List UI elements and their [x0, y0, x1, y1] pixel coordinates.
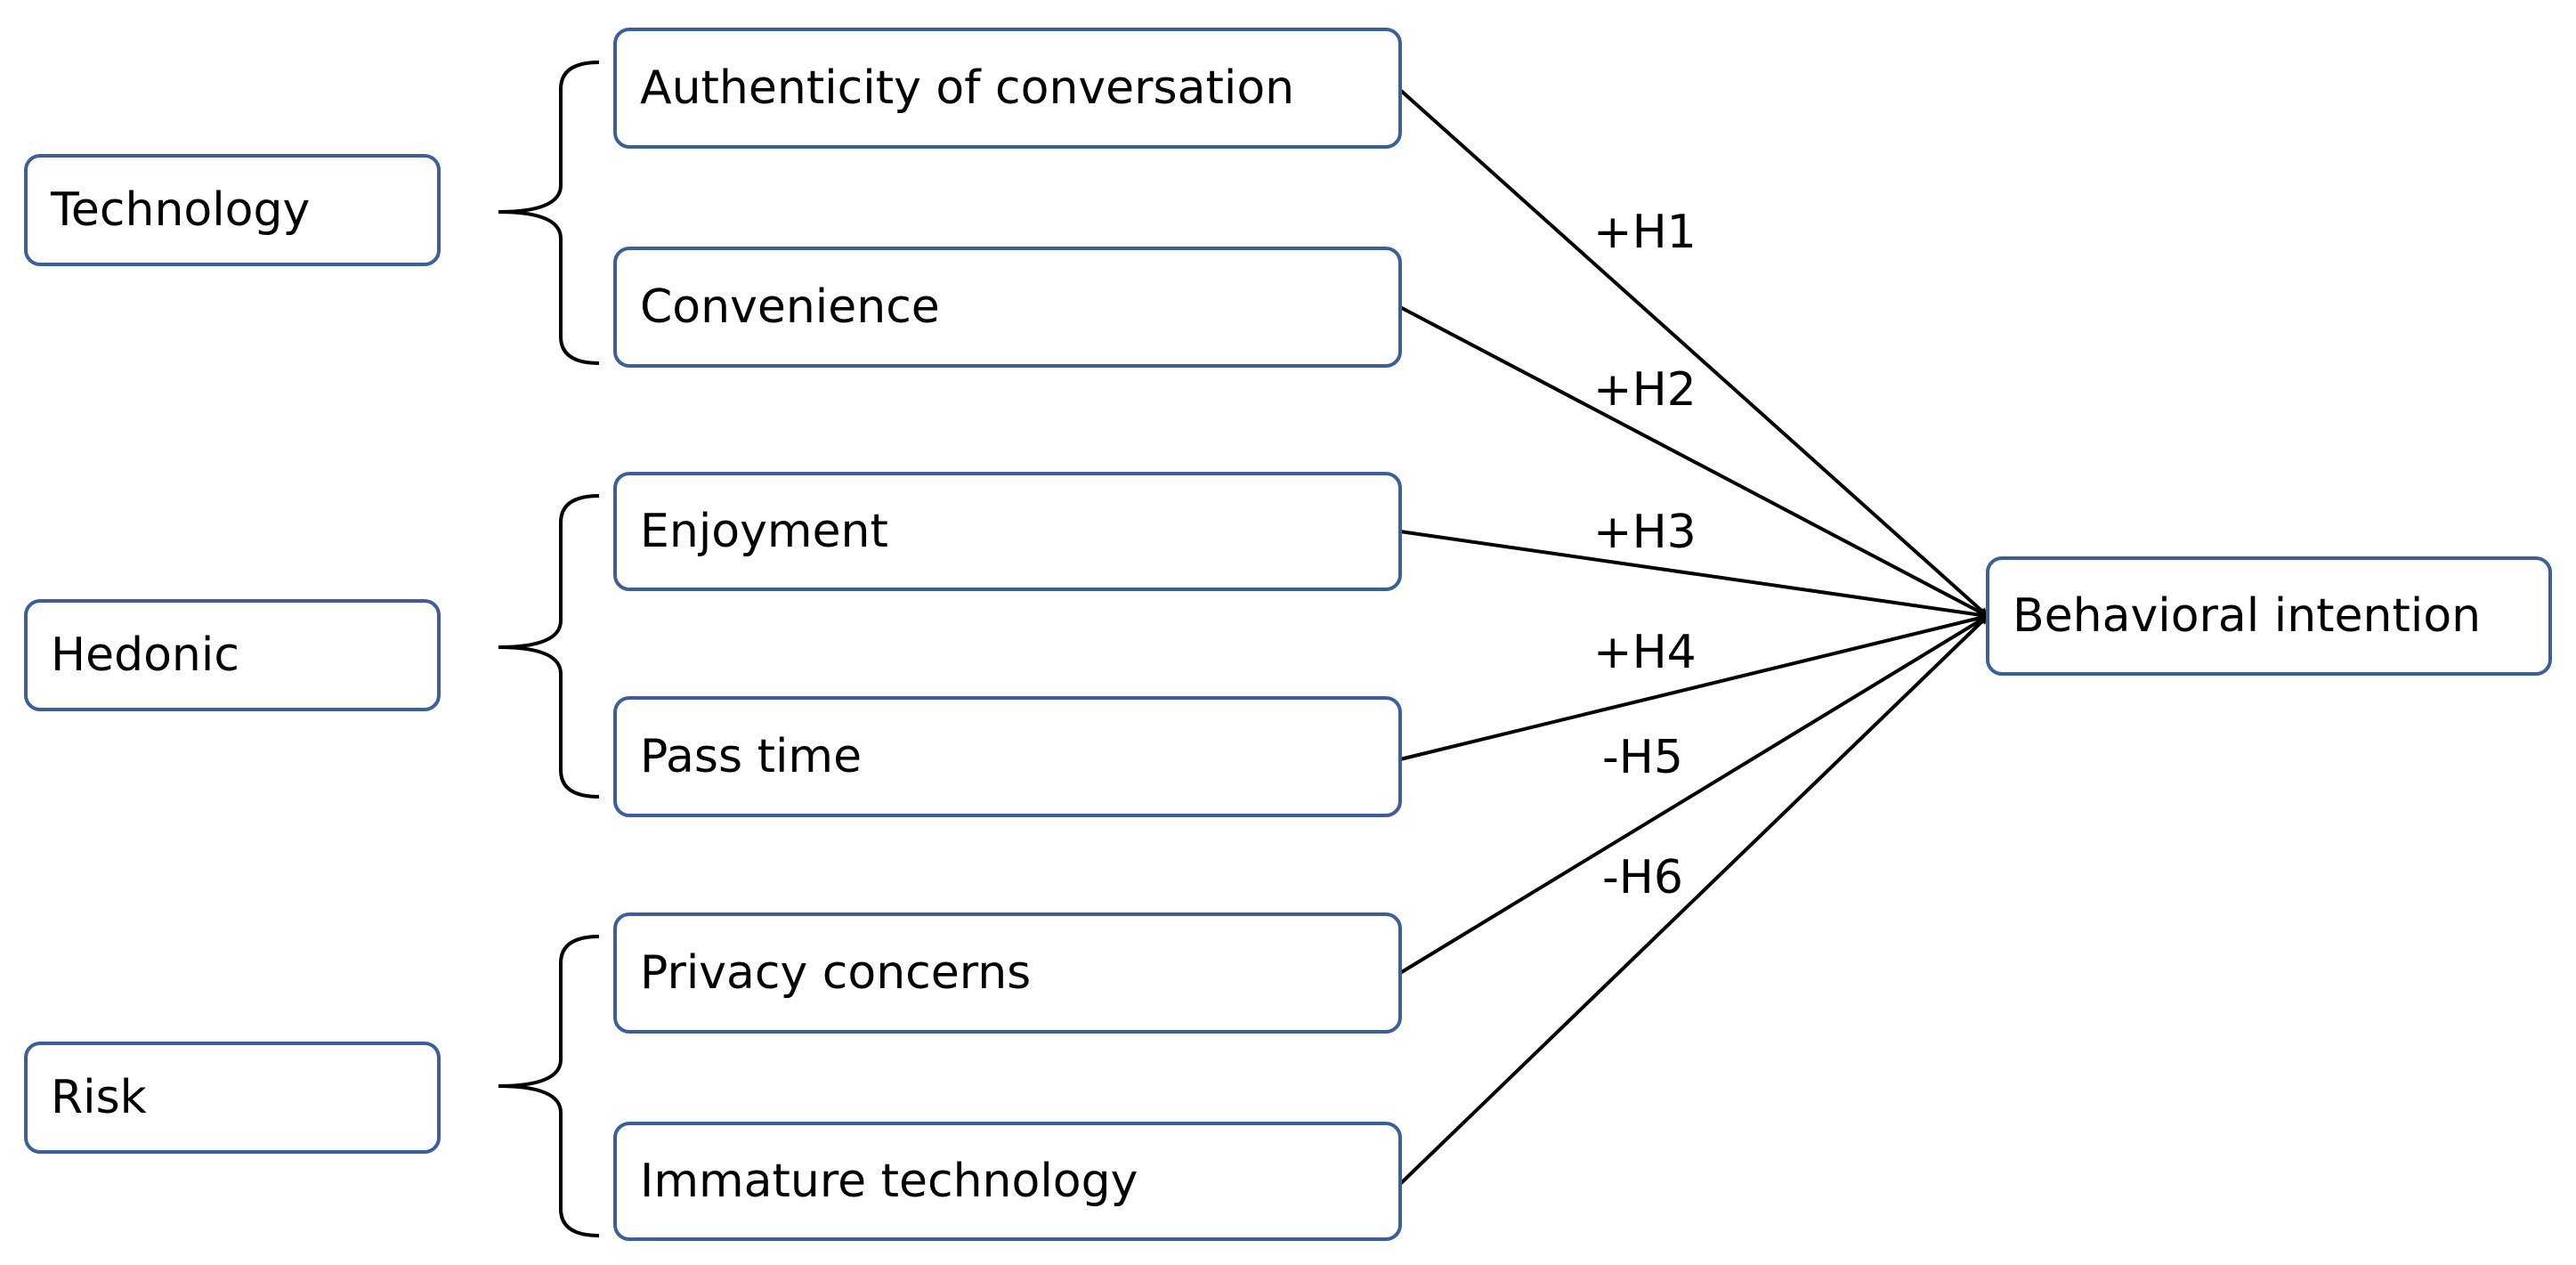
hypothesis-label-h2: +H2 [1593, 363, 1697, 417]
group-label-risk: Risk [51, 1071, 147, 1124]
hypothesis-line-h3 [1399, 530, 1989, 620]
hypothesis-line-h4 [1399, 613, 1989, 761]
hypothesis-line-h2 [1399, 305, 1989, 618]
group-box-risk: Risk [24, 1042, 441, 1154]
factor-label-convenience: Convenience [640, 280, 940, 334]
factor-box-authenticity: Authenticity of conversation [613, 28, 1402, 149]
brace-risk [498, 935, 600, 1237]
hypothesis-label-h5: -H5 [1602, 731, 1683, 784]
hypothesis-label-h1: +H1 [1593, 206, 1697, 259]
factor-label-authenticity: Authenticity of conversation [640, 61, 1295, 115]
hypothesis-label-h4: +H4 [1593, 626, 1697, 679]
hypothesis-line-h1 [1398, 88, 1989, 618]
factor-box-immature-technology: Immature technology [613, 1122, 1402, 1241]
brace-hedonic [498, 494, 600, 799]
group-box-hedonic: Hedonic [24, 599, 441, 711]
hypothesis-line-h5 [1398, 614, 1989, 975]
brace-technology [498, 61, 600, 365]
hypothesis-label-h3: +H3 [1593, 506, 1697, 559]
factor-box-privacy-concerns: Privacy concerns [613, 912, 1402, 1034]
factor-box-enjoyment: Enjoyment [613, 472, 1402, 591]
outcome-label: Behavioral intention [2013, 589, 2482, 643]
factor-label-enjoyment: Enjoyment [640, 505, 888, 558]
group-box-technology: Technology [24, 154, 441, 266]
factor-label-pass-time: Pass time [640, 730, 863, 783]
factor-label-immature-technology: Immature technology [640, 1155, 1138, 1208]
group-label-hedonic: Hedonic [51, 628, 239, 682]
factor-box-convenience: Convenience [613, 247, 1402, 368]
hypothesis-label-h6: -H6 [1602, 851, 1683, 904]
factor-label-privacy-concerns: Privacy concerns [640, 946, 1032, 1000]
hypothesis-line-h6 [1398, 614, 1989, 1186]
group-label-technology: Technology [51, 183, 311, 237]
factor-box-pass-time: Pass time [613, 696, 1402, 817]
outcome-box-behavioral-intention: Behavioral intention [1986, 556, 2552, 676]
